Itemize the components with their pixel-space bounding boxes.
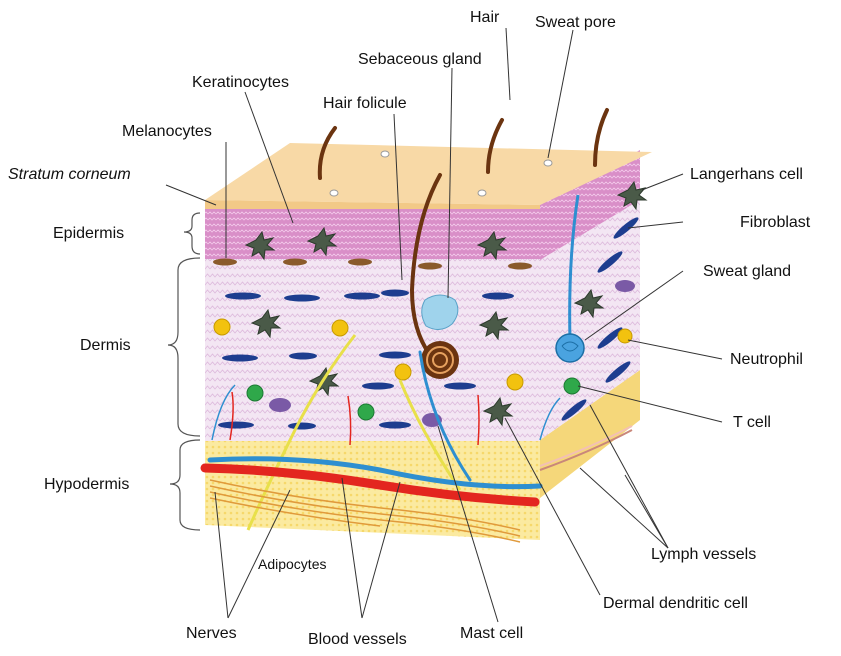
label-keratinocytes: Keratinocytes [192,74,289,91]
sweat-gland [556,334,584,362]
t-cell [247,385,263,401]
fibroblast [222,355,258,362]
label-sweat-gland: Sweat gland [703,263,791,280]
label-stratum-corneum: Stratum corneum [8,166,131,183]
mast-cell [269,398,291,412]
label-neutrophil: Neutrophil [730,351,803,368]
label-sebaceous-gland: Sebaceous gland [358,51,482,68]
melanocyte [508,263,532,270]
fibroblast [379,422,411,429]
fibroblast [482,293,514,300]
fibroblast [344,293,380,300]
melanocyte [213,259,237,266]
mast-cell [615,280,635,292]
label-t-cell: T cell [733,414,771,431]
neutrophil [395,364,411,380]
label-fibroblast: Fibroblast [740,214,811,231]
t-cell [564,378,580,394]
label-nerves: Nerves [186,625,237,642]
neutrophil [507,374,523,390]
fibroblast [289,353,317,360]
label-hair-folicule: Hair folicule [323,95,407,112]
label-lymph-vessels: Lymph vessels [651,546,756,563]
label-hypodermis: Hypodermis [44,476,129,493]
sweat-pore [330,190,338,196]
melanocyte [348,259,372,266]
melanocyte [418,263,442,270]
epidermis-brace [184,213,200,254]
melanocyte [283,259,307,266]
layer-braces [168,213,200,530]
label-hair: Hair [470,9,500,26]
fibroblast [284,295,320,302]
label-sweat-pore: Sweat pore [535,14,616,31]
neutrophil [618,329,632,343]
t-cell [358,404,374,420]
label-melanocytes: Melanocytes [122,123,212,140]
label-blood-vessels: Blood vessels [308,631,407,648]
hair-follicle [421,341,459,379]
label-dermis: Dermis [80,337,131,354]
neutrophil [214,319,230,335]
sweat-pore [478,190,486,196]
label-dermal-dendritic-cell: Dermal dendritic cell [603,595,748,612]
dermis-brace [168,258,200,436]
label-mast-cell: Mast cell [460,625,523,642]
fibroblast [381,290,409,297]
fibroblast [379,352,411,359]
sweat-pore [544,160,552,166]
fibroblast [288,423,316,430]
label-epidermis: Epidermis [53,225,124,242]
fibroblast [444,383,476,390]
fibroblast [362,383,394,390]
fibroblast [225,293,261,300]
sweat-pore [381,151,389,157]
neutrophil [332,320,348,336]
fibroblast [218,422,254,429]
hypodermis-brace [170,440,200,530]
label-adipocytes: Adipocytes [258,556,326,572]
label-langerhans-cell: Langerhans cell [690,166,803,183]
